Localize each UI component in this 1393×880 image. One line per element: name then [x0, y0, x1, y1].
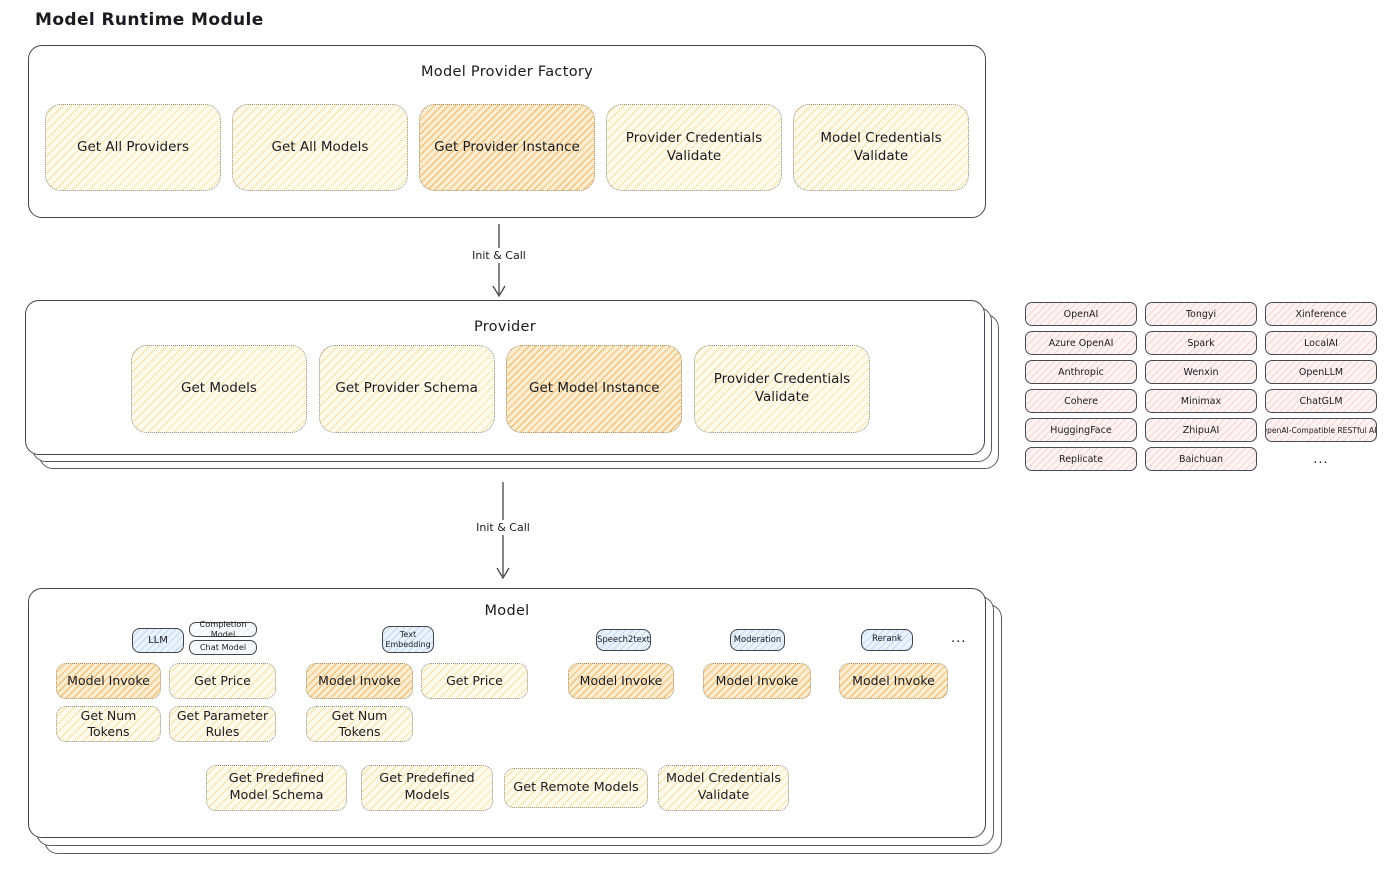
- provider-item-minimax: Minimax: [1145, 389, 1257, 413]
- model-btn-get-remote-models: Get Remote Models: [504, 768, 648, 808]
- provider-item-azure-openai: Azure OpenAI: [1025, 331, 1137, 355]
- provider-item-spark: Spark: [1145, 331, 1257, 355]
- model-btn-embedding-model-invoke: Model Invoke: [306, 663, 413, 699]
- provider-item-openai: OpenAI: [1025, 302, 1137, 326]
- model-title: Model: [484, 603, 530, 619]
- provider-btn-get-models: Get Models: [131, 345, 307, 433]
- model-chips-ellipsis: ...: [951, 631, 967, 646]
- model-btn-embedding-get-num-tokens: Get Num Tokens: [306, 706, 413, 742]
- model-btn-embedding-get-price: Get Price: [421, 663, 528, 699]
- provider-box: Provider Get Models Get Provider Schema …: [25, 300, 985, 455]
- model-btn-moderation-model-invoke: Model Invoke: [703, 663, 811, 699]
- model-btn-speech2text-model-invoke: Model Invoke: [568, 663, 674, 699]
- model-btn-model-credentials-validate: Model Credentials Validate: [658, 765, 789, 811]
- page-title: Model Runtime Module: [35, 10, 264, 30]
- provider-item-tongyi: Tongyi: [1145, 302, 1257, 326]
- chip-llm: LLM: [132, 628, 184, 653]
- provider-item-openllm: OpenLLM: [1265, 360, 1377, 384]
- chip-completion-model: Completion Model: [189, 619, 257, 638]
- provider-item-chatglm: ChatGLM: [1265, 389, 1377, 413]
- provider-item-huggingface: HuggingFace: [1025, 418, 1137, 442]
- flow-arrow-provider-to-model: Init & Call: [472, 482, 534, 582]
- model-btn-get-predefined-models: Get Predefined Models: [361, 765, 493, 811]
- provider-item-replicate: Replicate: [1025, 447, 1137, 471]
- factory-btn-get-all-models: Get All Models: [232, 104, 408, 191]
- factory-buttons-row: Get All Providers Get All Models Get Pro…: [45, 104, 969, 191]
- factory-title: Model Provider Factory: [420, 64, 594, 80]
- provider-item-localai: LocalAI: [1265, 331, 1377, 355]
- provider-btn-provider-credentials-validate: Provider Credentials Validate: [693, 345, 870, 433]
- flow-arrow-factory-to-provider: Init & Call: [468, 224, 530, 300]
- chip-text-embedding: Text Embedding: [382, 626, 434, 653]
- flow-label-init-call-2: Init & Call: [472, 520, 534, 535]
- provider-item-xinference: Xinference: [1265, 302, 1377, 326]
- provider-item-cohere: Cohere: [1025, 389, 1137, 413]
- factory-box: Model Provider Factory Get All Providers…: [28, 45, 986, 218]
- chip-moderation: Moderation: [730, 629, 785, 651]
- model-btn-llm-get-num-tokens: Get Num Tokens: [56, 706, 161, 742]
- model-btn-llm-get-price: Get Price: [169, 663, 276, 699]
- chip-rerank: Rerank: [861, 629, 913, 651]
- provider-item-anthropic: Anthropic: [1025, 360, 1137, 384]
- factory-btn-get-provider-instance: Get Provider Instance: [419, 104, 595, 191]
- provider-item-openai-compatible-restful-api: OpenAI-Compatible RESTful API: [1265, 418, 1377, 442]
- provider-item-zhipuai: ZhipuAI: [1145, 418, 1257, 442]
- provider-buttons-row: Get Models Get Provider Schema Get Model…: [131, 345, 870, 433]
- model-btn-get-predefined-model-schema: Get Predefined Model Schema: [206, 765, 347, 811]
- provider-list-ellipsis: ...: [1313, 451, 1329, 467]
- model-box: Model LLM Completion Model Chat Model Te…: [28, 588, 986, 838]
- provider-title: Provider: [473, 319, 537, 335]
- provider-btn-get-model-instance: Get Model Instance: [506, 345, 683, 433]
- provider-list-grid: OpenAI Tongyi Xinference Azure OpenAI Sp…: [1025, 302, 1377, 471]
- factory-btn-provider-credentials-validate: Provider Credentials Validate: [606, 104, 782, 191]
- model-btn-llm-model-invoke: Model Invoke: [56, 663, 161, 699]
- model-btn-rerank-model-invoke: Model Invoke: [839, 663, 948, 699]
- model-btn-llm-get-parameter-rules: Get Parameter Rules: [169, 706, 276, 742]
- factory-btn-get-all-providers: Get All Providers: [45, 104, 221, 191]
- chip-speech2text: Speech2text: [596, 629, 651, 651]
- provider-item-baichuan: Baichuan: [1145, 447, 1257, 471]
- flow-label-init-call-1: Init & Call: [468, 248, 530, 263]
- provider-item-wenxin: Wenxin: [1145, 360, 1257, 384]
- factory-btn-model-credentials-validate: Model Credentials Validate: [793, 104, 969, 191]
- chip-chat-model: Chat Model: [189, 640, 257, 655]
- provider-btn-get-provider-schema: Get Provider Schema: [318, 345, 495, 433]
